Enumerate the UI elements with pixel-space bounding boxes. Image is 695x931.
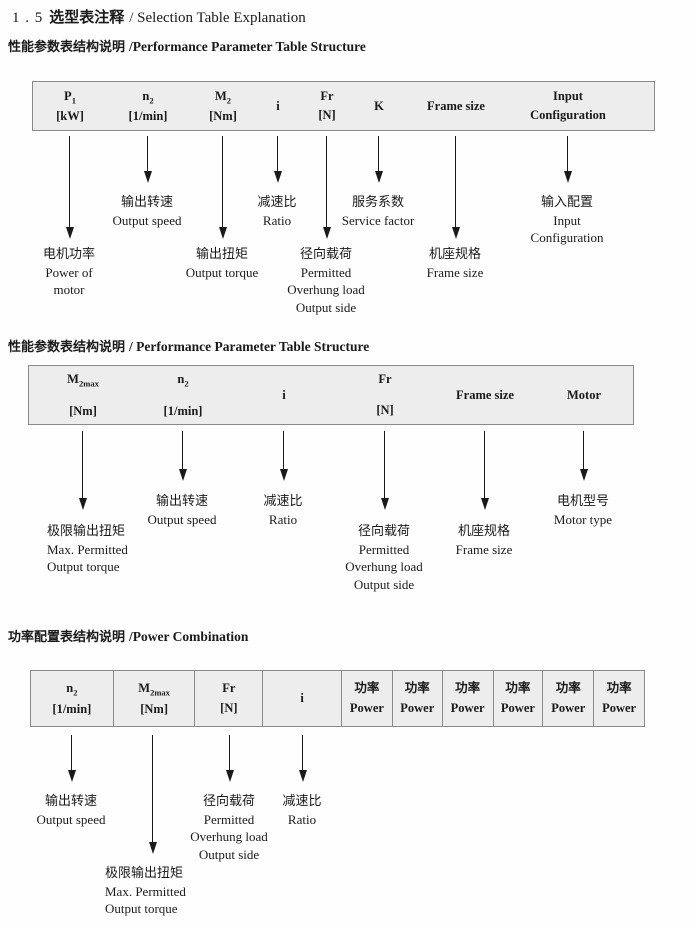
heading-en: / Performance Parameter Table Structure: [129, 339, 370, 354]
col-header-n2: n2[1/min]: [31, 671, 114, 726]
arrow-m2max: [78, 431, 87, 510]
arrowhead-icon: [218, 227, 227, 239]
heading-en: /Performance Parameter Table Structure: [129, 39, 366, 54]
arrowhead-icon: [178, 469, 187, 481]
arrowhead-icon: [273, 171, 282, 183]
arrow-n2: [143, 136, 152, 183]
col-header-i: i: [263, 671, 342, 726]
col-header-m2max: M2max[Nm]: [114, 671, 196, 726]
heading-zh: 性能参数表结构说明: [8, 40, 126, 55]
col-header-i: i: [276, 98, 280, 113]
col-header-fr: Fr[N]: [318, 89, 336, 122]
arrowhead-icon: [579, 469, 588, 481]
arrowhead-icon: [451, 227, 460, 239]
col-header-m2: M2[Nm]: [209, 88, 237, 123]
arrow-input-config: [563, 136, 572, 183]
arrow-frame-size: [451, 136, 460, 239]
col-header-motor: Motor: [566, 387, 602, 402]
arrow-p1: [65, 136, 74, 239]
arrow-frame-size: [480, 431, 489, 510]
section-heading-power-combination: 功率配置表结构说明/Power Combination: [8, 626, 248, 645]
arrowhead-icon: [374, 171, 383, 183]
col-header-k: K: [374, 98, 384, 113]
col-header-fr: Fr[N]: [376, 372, 394, 417]
arrow-fr: [225, 735, 234, 782]
arrow-i: [298, 735, 307, 782]
col-header-m2max: M2max[Nm]: [67, 371, 99, 418]
arrow-n2: [178, 431, 187, 481]
arrowhead-icon: [67, 770, 76, 782]
col-header-n2: n2[1/min]: [163, 371, 203, 418]
section-heading-performance-2: 性能参数表结构说明/ Performance Parameter Table S…: [8, 336, 369, 355]
arrowhead-icon: [322, 227, 331, 239]
heading-zh: 性能参数表结构说明: [8, 340, 126, 355]
arrow-n2: [67, 735, 76, 782]
performance-table-1-header: P1[kW] n2[1/min] M2[Nm] i Fr[N] K Frame …: [32, 81, 655, 131]
col-header-fr: Fr[N]: [195, 671, 264, 726]
arrow-fr: [322, 136, 331, 239]
col-header-p1: P1[kW]: [56, 88, 84, 123]
arrow-k: [374, 136, 383, 183]
col-header-frame-size: Frame size: [427, 98, 485, 113]
page-title-zh: 选型表注释: [49, 8, 125, 26]
arrowhead-icon: [78, 498, 87, 510]
arrowhead-icon: [148, 842, 157, 854]
arrowhead-icon: [298, 770, 307, 782]
arrowhead-icon: [480, 498, 489, 510]
arrowhead-icon: [225, 770, 234, 782]
arrowhead-icon: [380, 498, 389, 510]
arrow-m2max: [148, 735, 157, 854]
arrowhead-icon: [563, 171, 572, 183]
heading-en: /Power Combination: [129, 629, 249, 644]
arrowhead-icon: [279, 469, 288, 481]
arrowhead-icon: [143, 171, 152, 183]
arrow-i: [279, 431, 288, 481]
arrow-m2: [218, 136, 227, 239]
section-number: 1 . 5: [12, 10, 44, 26]
arrow-i: [273, 136, 282, 183]
section-heading-performance-1: 性能参数表结构说明/Performance Parameter Table St…: [8, 36, 366, 55]
page-title-en: / Selection Table Explanation: [129, 10, 306, 26]
page-title: 1 . 5 选型表注释/ Selection Table Explanation: [12, 6, 306, 27]
performance-table-2-header: M2max[Nm] n2[1/min] i Fr[N] Frame size M…: [28, 365, 634, 425]
col-header-i: i: [282, 387, 286, 402]
heading-zh: 功率配置表结构说明: [8, 630, 126, 645]
col-header-frame-size: Frame size: [456, 387, 514, 402]
arrow-motor: [579, 431, 588, 481]
arrow-fr: [380, 431, 389, 510]
col-header-n2: n2[1/min]: [128, 88, 168, 123]
arrowhead-icon: [65, 227, 74, 239]
